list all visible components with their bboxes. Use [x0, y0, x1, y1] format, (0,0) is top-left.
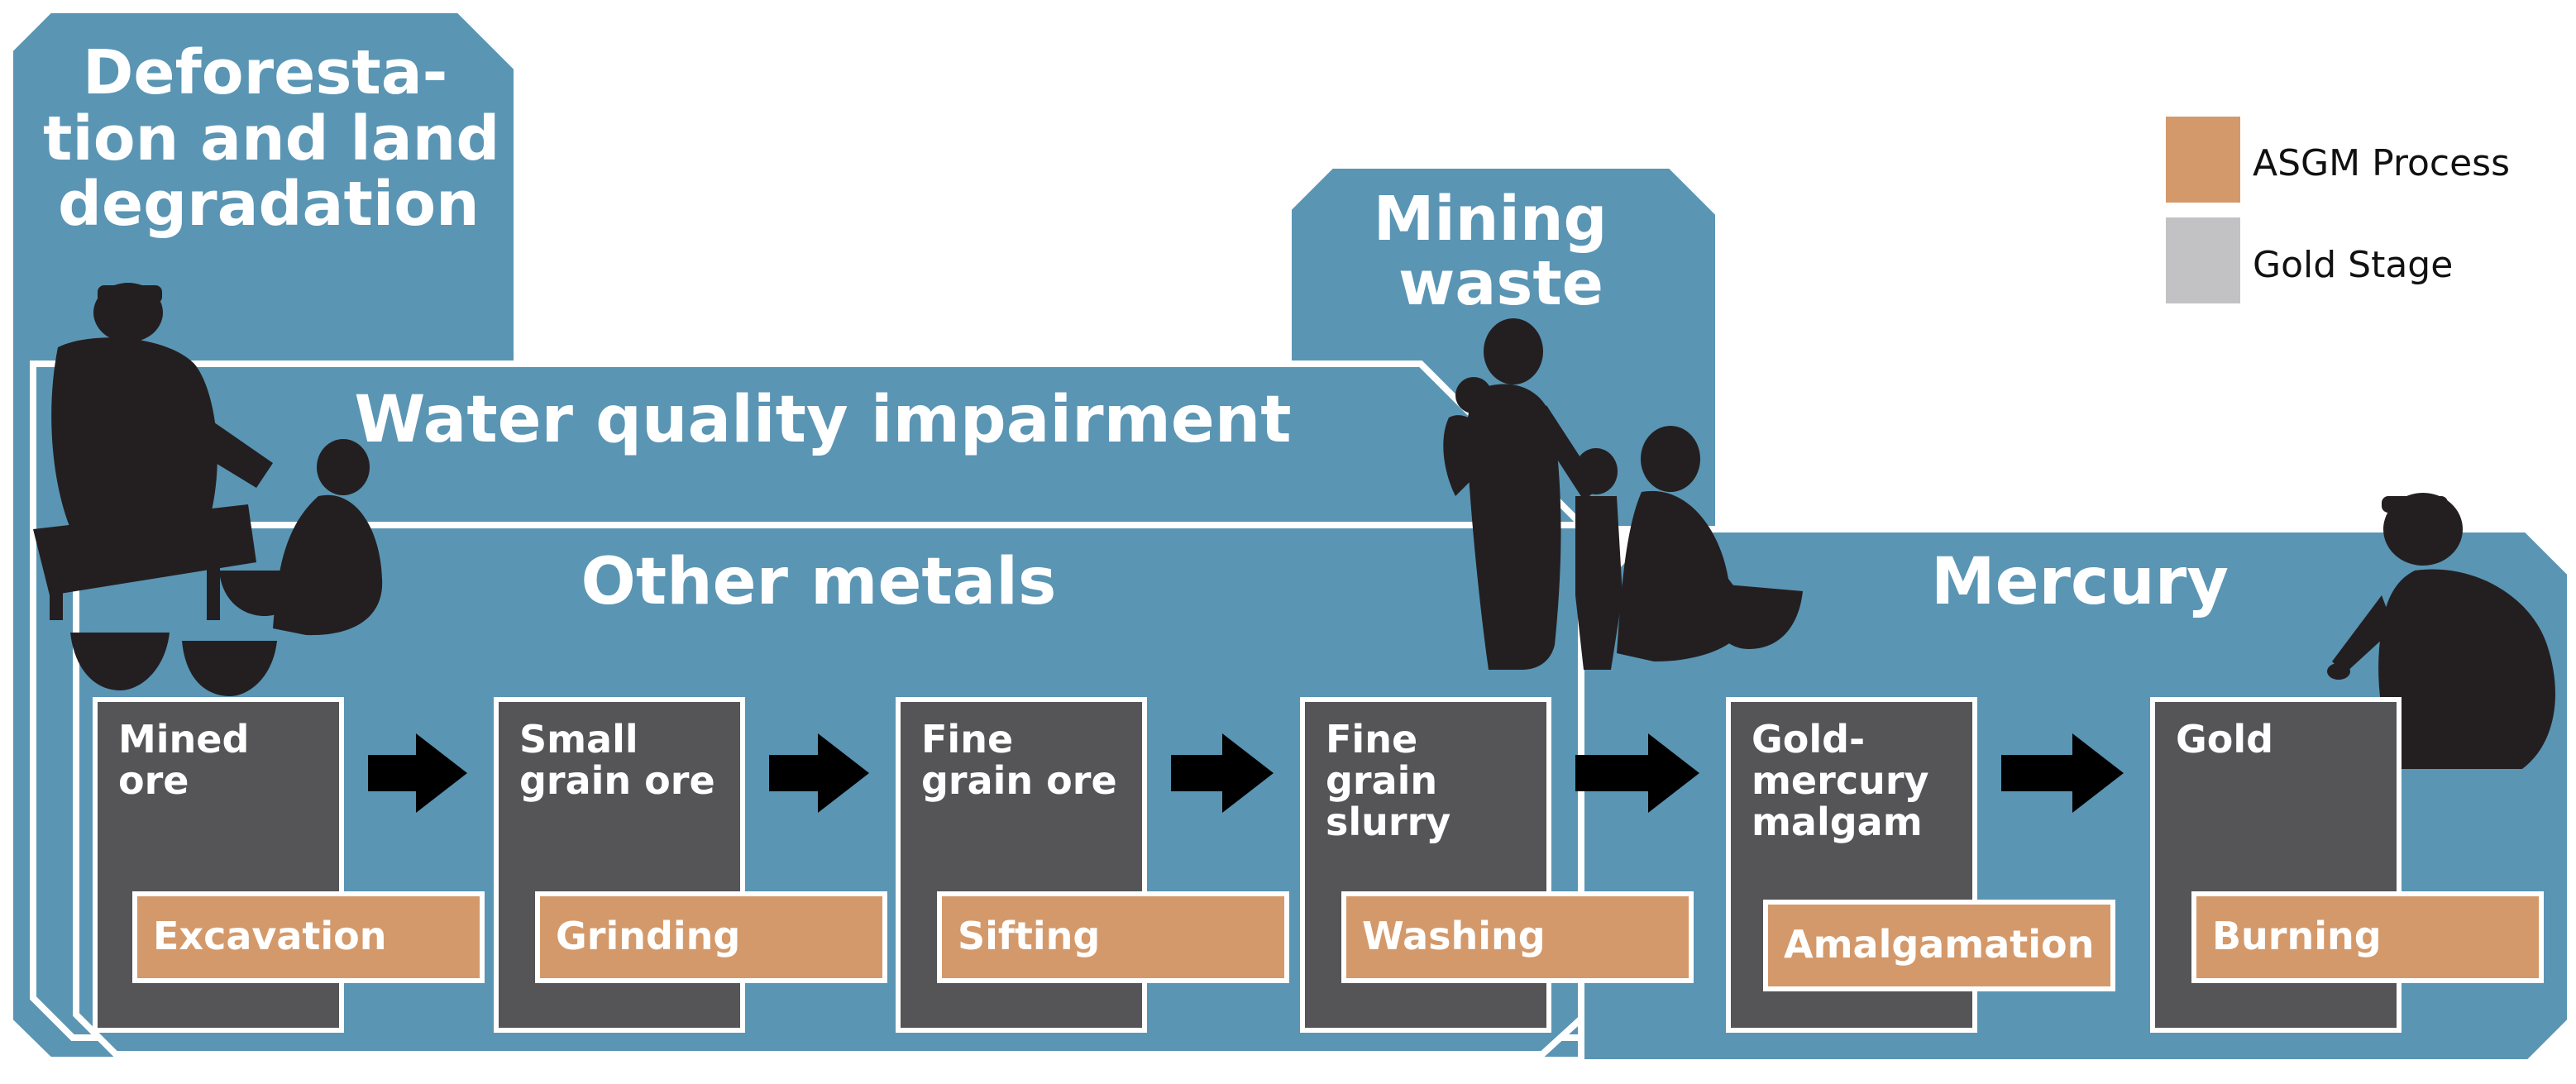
flow-arrow	[1171, 733, 1274, 813]
silhouettes	[33, 283, 2555, 769]
stage-label-line: grain ore	[519, 758, 715, 803]
legend-swatch-asgm	[2164, 115, 2242, 204]
process-label: Excavation	[153, 914, 387, 958]
stage-label-line: Fine	[1326, 717, 1417, 762]
legend-label-gold: Gold Stage	[2253, 244, 2453, 286]
process-label: Washing	[1362, 914, 1546, 958]
other-metals-title: Other metals	[581, 545, 1057, 619]
stage-label-line: Gold	[2176, 717, 2273, 762]
process-label: Sifting	[958, 914, 1100, 958]
mining-waste-title: Mining waste	[1374, 184, 1628, 319]
stage-label-line: grain	[1326, 758, 1437, 803]
region-titles: Deforesta- tion and land degradation Min…	[43, 37, 2229, 619]
stage-label-line: malgam	[1752, 800, 1923, 844]
seated-man-silhouette	[33, 283, 273, 620]
flow-arrow	[1575, 733, 1699, 813]
process-box	[535, 891, 887, 983]
crouching-woman-silhouette	[219, 439, 383, 636]
pan-silhouette-1	[70, 633, 170, 690]
stage-label-line: Small	[519, 717, 638, 762]
crouching-man-silhouette	[2327, 493, 2555, 769]
process-label: Burning	[2212, 914, 2382, 958]
stage-label: Gold	[2176, 717, 2273, 762]
process-label: Grinding	[556, 914, 740, 958]
child-silhouette	[1575, 448, 1623, 670]
seated-woman-silhouette	[1617, 426, 1803, 661]
flow-arrow	[769, 733, 869, 813]
legend: ASGM Process Gold Stage	[2164, 115, 2510, 305]
process-box	[1341, 891, 1694, 983]
water-quality-title: Water quality impairment	[354, 383, 1291, 457]
stage-label-line: ore	[118, 758, 189, 803]
mining-waste-title-line-1: Mining	[1374, 184, 1608, 255]
flow-arrow	[368, 733, 467, 813]
deforestation-title-line-3: degradation	[58, 169, 480, 240]
mercury-title: Mercury	[1931, 545, 2229, 619]
process-box	[1763, 900, 2115, 991]
mining-waste-title-line-2: waste	[1398, 248, 1603, 319]
stage-label-line: grain ore	[921, 758, 1117, 803]
process-box	[132, 891, 485, 983]
stage-label-line: Mined	[118, 717, 249, 762]
deforestation-title-line-1: Deforesta-	[83, 37, 447, 108]
deforestation-title-line-2: tion and land	[43, 103, 499, 174]
stage-label-line: Gold-	[1752, 717, 1865, 762]
flow-arrow	[2001, 733, 2124, 813]
arrows-layer	[368, 733, 2124, 813]
stage-label-line: slurry	[1326, 800, 1450, 844]
legend-swatch-gold	[2164, 216, 2242, 305]
process-box	[937, 891, 1289, 983]
stage-label-line: mercury	[1752, 758, 1929, 803]
deforestation-title: Deforesta- tion and land degradation	[43, 37, 521, 240]
region-backgrounds	[7, 7, 2574, 1066]
process-box	[2191, 891, 2544, 983]
legend-label-asgm: ASGM Process	[2253, 142, 2510, 184]
process-label: Amalgamation	[1784, 922, 2094, 967]
stage-label-line: Fine	[921, 717, 1013, 762]
pan-silhouette-2	[182, 641, 277, 696]
